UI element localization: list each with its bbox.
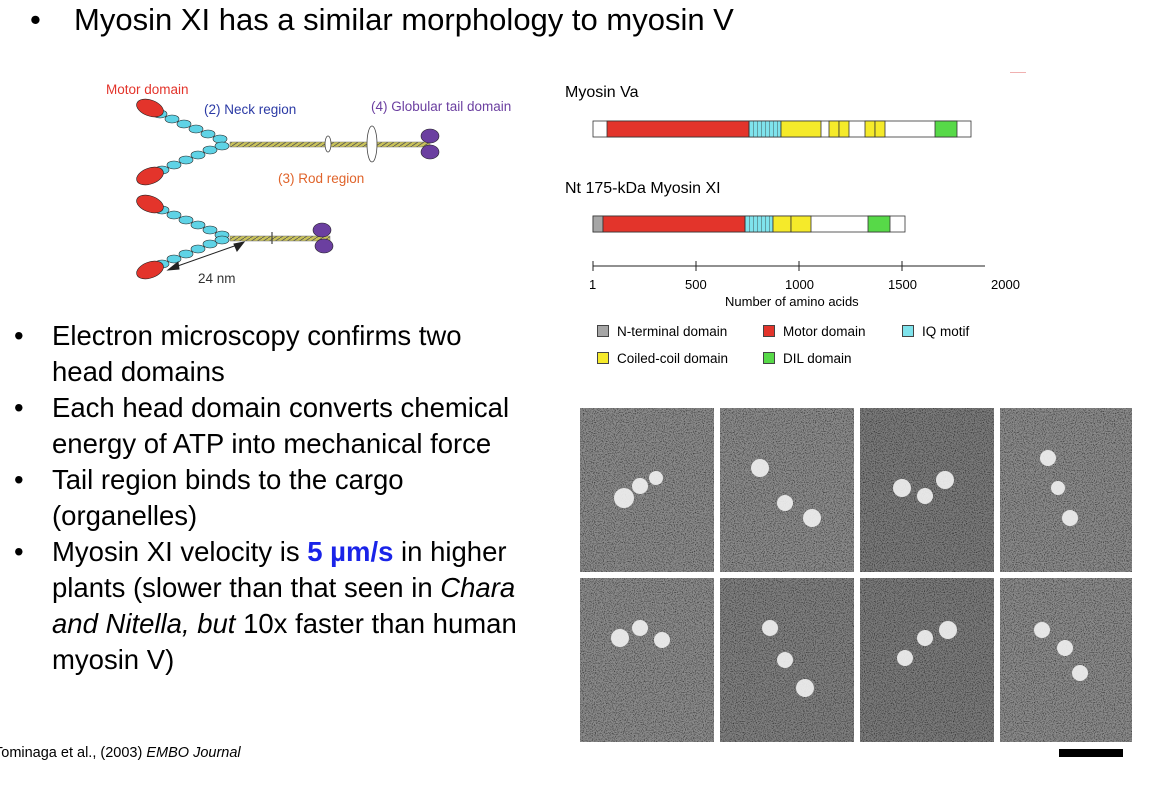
title-bullet: • [30, 2, 41, 37]
legend-swatch [902, 325, 914, 337]
myosin-va-label: Myosin Va [565, 84, 639, 101]
citation: Tominaga et al., (2003) EMBO Journal [0, 745, 241, 761]
molecule-blobs [611, 450, 1088, 697]
legend-swatch [763, 352, 775, 364]
micrograph-scale-bar [1059, 749, 1123, 757]
motor-domain-label: Motor domain [106, 82, 189, 97]
bullet-item: •Tail region binds to the cargo (organel… [14, 464, 404, 531]
tick-2000: 2000 [991, 277, 1020, 292]
tick-1000: 1000 [785, 277, 814, 292]
neck-beads-upper-2 [154, 205, 230, 240]
legend-dil: DIL domain [763, 351, 852, 366]
rod-hinge-large [366, 125, 378, 163]
legend-swatch [597, 325, 609, 337]
legend-n-terminal: N-terminal domain [597, 324, 727, 339]
velocity-highlight: 5 µm/s [307, 536, 394, 567]
legend-coiled-coil: Coiled-coil domain [597, 351, 728, 366]
myosin-molecule-bottom [136, 194, 334, 280]
globular-tail-lower [420, 144, 440, 160]
globular-tail-upper [420, 128, 440, 144]
electron-micrograph-grid [580, 408, 1132, 744]
tick-1: 1 [589, 277, 597, 292]
micrograph-panels [580, 408, 1132, 742]
bullet-item: •Each head domain converts chemical ener… [14, 392, 510, 459]
rod-hinge-small [324, 135, 332, 153]
amino-acid-axis [592, 261, 985, 271]
corner-mark [1010, 72, 1026, 76]
rod-region-label: (3) Rod region [278, 171, 365, 186]
legend-motor: Motor domain [763, 324, 866, 339]
axis-label: Number of amino acids [725, 294, 859, 309]
myosin-schematic [136, 98, 440, 280]
globular-tail-label: (4) Globular tail domain [371, 99, 512, 114]
myosin-va-bar [592, 120, 972, 138]
neck-region-label: (2) Neck region [204, 102, 297, 117]
bullet-item: •Myosin XI velocity is 5 µm/s in higher … [14, 536, 517, 675]
legend-swatch [763, 325, 775, 337]
myosin-xi-label: Nt 175-kDa Myosin XI [565, 180, 721, 197]
tick-500: 500 [685, 277, 707, 292]
micrograph-panel [1000, 408, 1132, 572]
micrograph-panel [1000, 578, 1132, 742]
micrograph-panel [580, 578, 714, 742]
neck-beads-lower-2 [154, 235, 230, 269]
motor-head-lower-2 [136, 260, 164, 280]
motor-head-upper-2 [136, 194, 164, 214]
scale-label: 24 nm [198, 271, 236, 286]
tick-1500: 1500 [888, 277, 917, 292]
micrograph-panel [720, 408, 854, 572]
micrograph-panel [580, 408, 714, 572]
bullet-item: •Electron microscopy confirms two head d… [14, 320, 462, 387]
bullet-list: •Electron microscopy confirms two head d… [10, 318, 530, 678]
slide-title: • Myosin XI has a similar morphology to m… [30, 2, 734, 38]
title-text: Myosin XI has a similar morphology to my… [74, 2, 734, 37]
domain-map-figure [592, 120, 985, 271]
micrograph-panel [860, 578, 994, 742]
rod-coil-short [229, 235, 331, 242]
globular-tail-upper-2 [312, 222, 332, 238]
myosin-molecule-top [136, 98, 440, 186]
legend-iq: IQ motif [902, 324, 969, 339]
scale-arrow [166, 241, 246, 271]
legend-swatch [597, 352, 609, 364]
motor-head-upper [136, 98, 164, 118]
globular-tail-lower-2 [314, 238, 334, 254]
neck-beads-lower [154, 141, 230, 175]
myosin-xi-bar [592, 215, 906, 233]
motor-head-lower [136, 166, 164, 186]
